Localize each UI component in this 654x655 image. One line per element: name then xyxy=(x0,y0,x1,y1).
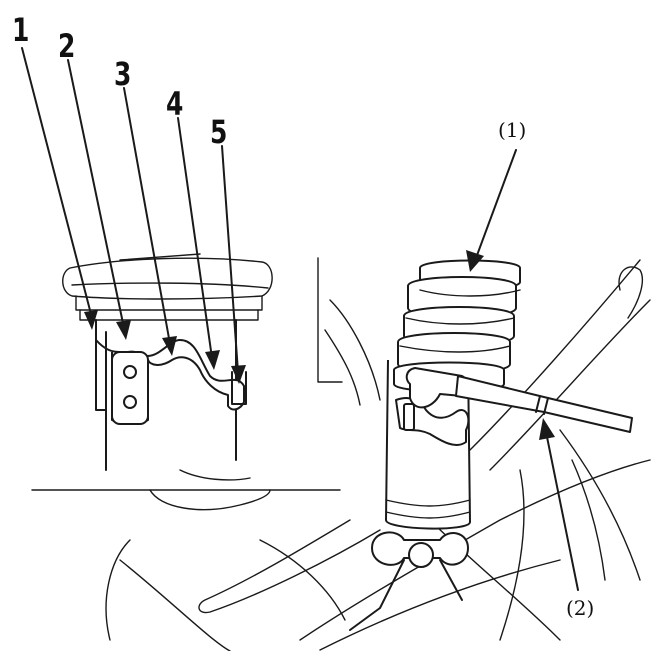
callout-label-2: 2 xyxy=(58,27,76,65)
callout-label-5: 5 xyxy=(210,113,228,151)
callout-label-tool: (1) xyxy=(498,118,527,142)
callout-label-1: 1 xyxy=(12,11,30,49)
callout-label-socket: (2) xyxy=(566,596,595,620)
frame-background xyxy=(31,257,651,652)
callout-leaders xyxy=(21,47,579,591)
inset-detail xyxy=(62,253,273,471)
callout-label-3: 3 xyxy=(114,55,132,93)
callout-label-4: 4 xyxy=(166,85,184,123)
shock-absorber xyxy=(349,259,633,631)
